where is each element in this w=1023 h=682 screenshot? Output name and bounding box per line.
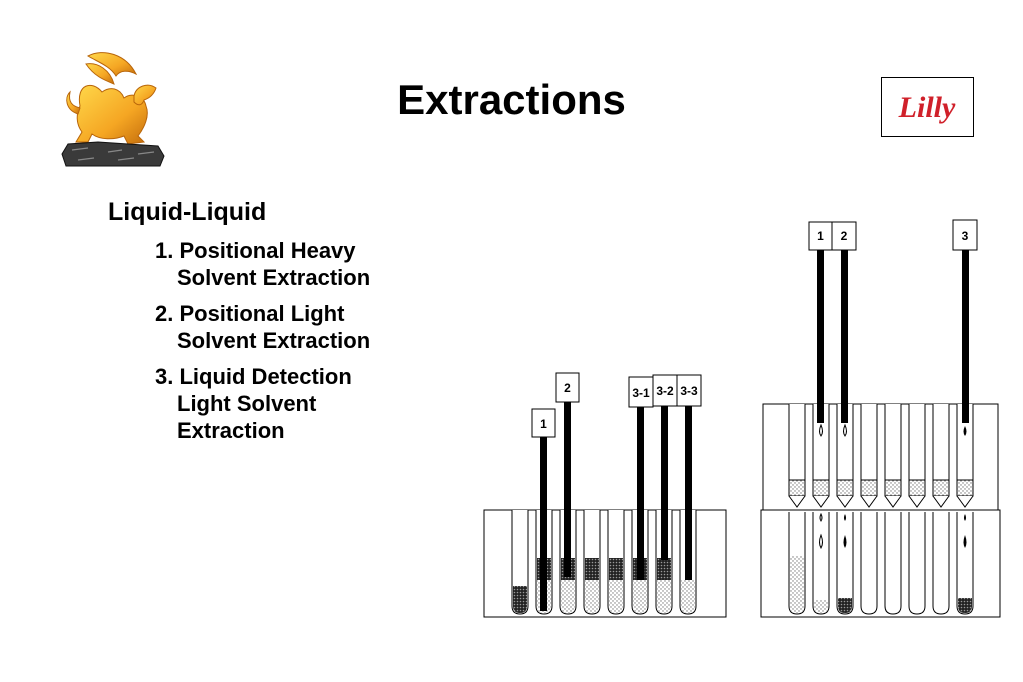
list-item-line: Extraction [177,418,285,443]
list-item-line: 1. Positional Heavy [155,238,356,263]
tube [607,510,625,615]
tip [884,404,902,508]
probe-label: 3-2 [656,384,674,398]
probe-3: 3 [952,219,978,423]
probe-label: 1 [540,417,547,431]
tip [788,404,806,508]
tube [788,512,806,615]
tube [511,510,529,615]
slide-title: Extractions [397,76,626,123]
probe-label: 3-1 [632,386,650,400]
tip [860,404,878,508]
left-diagram: 1 2 3-1 3-2 3-3 [483,372,727,618]
probe-1: 1 [531,408,556,611]
probe-label: 3-3 [680,384,698,398]
list-item-line: 2. Positional Light [155,301,345,326]
list-item-line: Solvent Extraction [177,328,371,353]
list-item-line: Light Solvent [177,391,317,416]
tube [812,512,830,615]
tip [908,404,926,508]
tube [884,512,902,615]
droplets [819,423,967,549]
lilly-logo-text: Lilly [898,91,956,124]
list-item-line: Solvent Extraction [177,265,371,290]
probe-3-2: 3-2 [652,374,678,560]
tube [836,512,854,615]
tube [860,512,878,615]
probe-3-3: 3-3 [676,374,702,580]
list-item: 2. Positional Light Solvent Extraction [155,300,448,354]
tube [956,512,974,615]
tube [908,512,926,615]
probe-label: 3 [962,229,969,243]
probe-2: 2 [555,372,580,577]
tube [583,510,601,615]
probe-1: 1 [808,221,833,423]
griffin-on-rock-icon [61,52,165,167]
lilly-logo: Lilly [881,77,974,137]
probe-label: 2 [564,381,571,395]
probe-label: 2 [841,229,848,243]
section-heading: Liquid-Liquid [108,198,267,226]
content-list: Liquid-Liquid 1. Positional Heavy Solven… [108,198,448,453]
probe-3-1: 3-1 [628,376,654,580]
right-diagram: 1 2 3 [760,219,1001,618]
list-item-line: 3. Liquid Detection [155,364,352,389]
list-item: 1. Positional Heavy Solvent Extraction [155,237,448,291]
tip [932,404,950,508]
probe-2: 2 [831,221,857,423]
tube [932,512,950,615]
list-item: 3. Liquid Detection Light Solvent Extrac… [155,363,448,444]
probe-label: 1 [817,229,824,243]
